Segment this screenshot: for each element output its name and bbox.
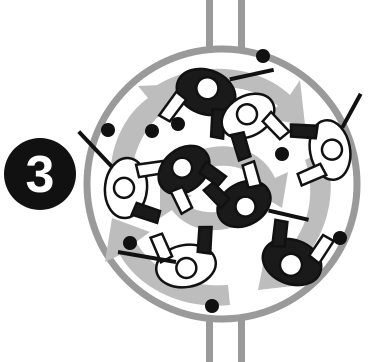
puck-icon bbox=[256, 49, 270, 63]
puck-icon bbox=[333, 231, 347, 245]
number-badge: 3 bbox=[4, 138, 76, 210]
puck-icon bbox=[101, 123, 115, 137]
puck-icon bbox=[145, 124, 159, 138]
step-number: 3 bbox=[26, 146, 55, 204]
puck-icon bbox=[171, 117, 185, 131]
puck-icon bbox=[205, 299, 219, 313]
puck-icon bbox=[123, 236, 137, 250]
puck-icon bbox=[275, 147, 289, 161]
